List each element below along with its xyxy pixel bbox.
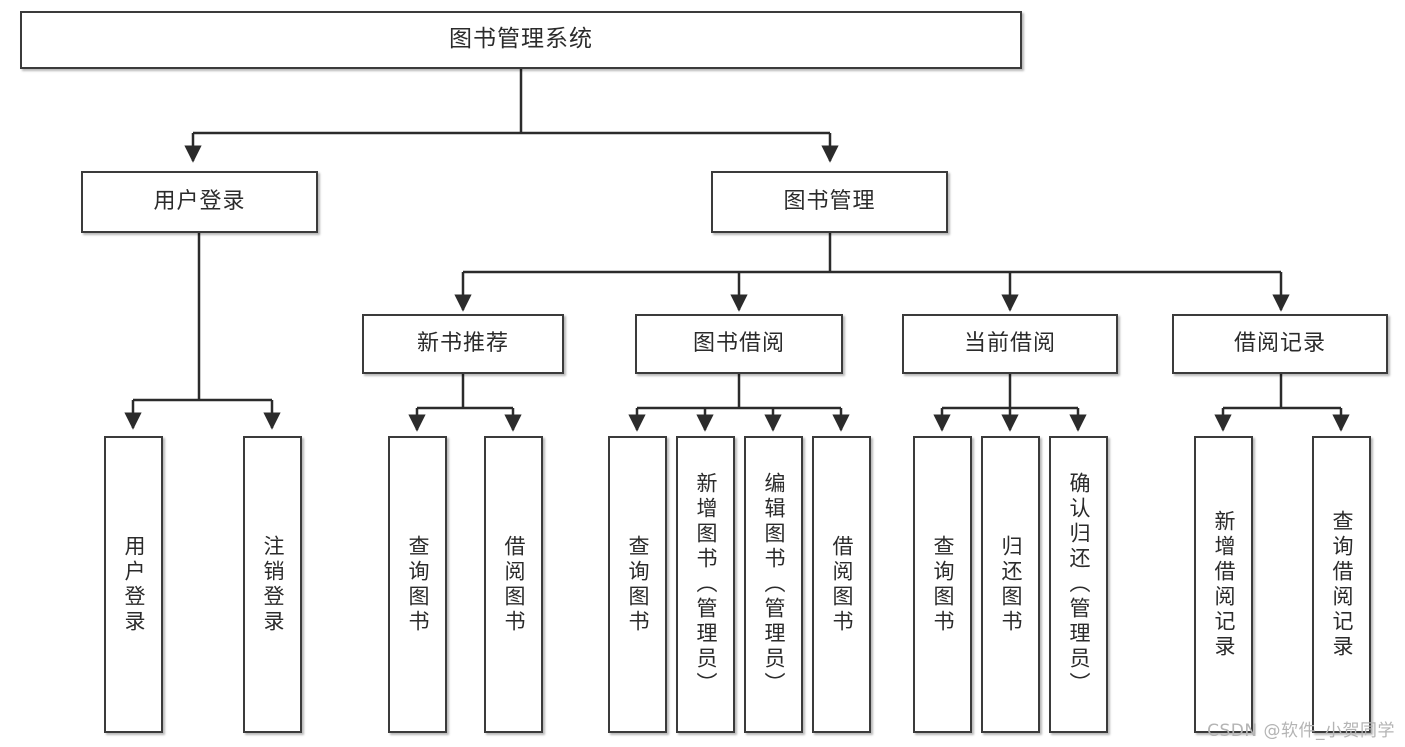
leaf-borrow-add-book-admin[interactable]: 新增图书（管理员） bbox=[676, 436, 735, 733]
node-label: 借阅记录 bbox=[1233, 330, 1326, 356]
leaf-records-query-record[interactable]: 查询借阅记录 bbox=[1312, 436, 1371, 733]
leaf-label: 新增借阅记录 bbox=[1212, 509, 1236, 660]
leaf-user-login-logout[interactable]: 注销登录 bbox=[243, 436, 302, 733]
leaf-label: 编辑图书（管理员） bbox=[762, 472, 786, 697]
node-label: 图书管理系统 bbox=[449, 26, 593, 53]
leaf-borrow-edit-book-admin[interactable]: 编辑图书（管理员） bbox=[744, 436, 803, 733]
node-label: 当前借阅 bbox=[963, 330, 1056, 356]
leaf-records-add-record[interactable]: 新增借阅记录 bbox=[1194, 436, 1253, 733]
node-label: 图书借阅 bbox=[692, 330, 785, 356]
leaf-borrow-borrow-book[interactable]: 借阅图书 bbox=[812, 436, 871, 733]
node-new-book-recommend[interactable]: 新书推荐 bbox=[362, 314, 564, 374]
leaf-borrow-query-book[interactable]: 查询图书 bbox=[608, 436, 667, 733]
leaf-new-book-borrow[interactable]: 借阅图书 bbox=[484, 436, 543, 733]
leaf-label: 查询图书 bbox=[406, 534, 430, 635]
leaf-new-book-query[interactable]: 查询图书 bbox=[388, 436, 447, 733]
node-user-login[interactable]: 用户登录 bbox=[81, 171, 318, 233]
leaf-label: 查询图书 bbox=[626, 534, 650, 635]
node-borrow-records[interactable]: 借阅记录 bbox=[1172, 314, 1388, 374]
leaf-current-return-book[interactable]: 归还图书 bbox=[981, 436, 1040, 733]
leaf-label: 归还图书 bbox=[999, 534, 1023, 635]
leaf-current-confirm-return-admin[interactable]: 确认归还（管理员） bbox=[1049, 436, 1108, 733]
leaf-label: 查询图书 bbox=[931, 534, 955, 635]
node-current-borrow[interactable]: 当前借阅 bbox=[902, 314, 1118, 374]
node-label: 用户登录 bbox=[153, 188, 246, 214]
leaf-label: 借阅图书 bbox=[830, 534, 854, 635]
node-book-management[interactable]: 图书管理 bbox=[711, 171, 948, 233]
leaf-label: 借阅图书 bbox=[502, 534, 526, 635]
node-label: 新书推荐 bbox=[416, 330, 509, 356]
leaf-current-query-book[interactable]: 查询图书 bbox=[913, 436, 972, 733]
leaf-label: 确认归还（管理员） bbox=[1067, 472, 1091, 697]
watermark-text: CSDN @软件_小贺同学 bbox=[1207, 721, 1395, 741]
leaf-label: 用户登录 bbox=[122, 534, 146, 635]
leaf-label: 新增图书（管理员） bbox=[694, 472, 718, 697]
leaf-label: 注销登录 bbox=[261, 534, 285, 635]
node-root-system[interactable]: 图书管理系统 bbox=[20, 11, 1022, 69]
node-label: 图书管理 bbox=[783, 188, 876, 214]
leaf-user-login-login[interactable]: 用户登录 bbox=[104, 436, 163, 733]
leaf-label: 查询借阅记录 bbox=[1330, 509, 1354, 660]
node-book-borrow[interactable]: 图书借阅 bbox=[635, 314, 843, 374]
